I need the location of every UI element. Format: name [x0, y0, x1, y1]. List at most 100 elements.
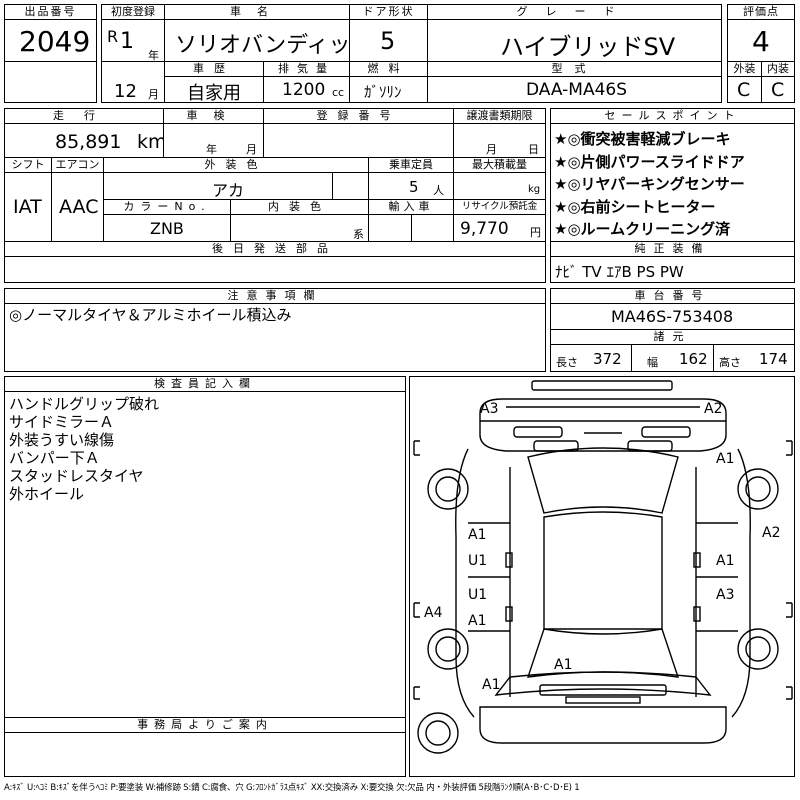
history-box: 車歴 自家用: [164, 61, 264, 104]
width-value: 162: [679, 350, 708, 368]
damage-label-left-door1-u: U1: [468, 553, 488, 569]
damage-label-left-door2-u: U1: [468, 587, 488, 603]
later-parts-label: 後日発送部品: [5, 242, 545, 257]
inspector-item: 外装うすい線傷: [9, 431, 115, 449]
inspector-item: スタッドレスタイヤ: [9, 467, 144, 485]
recycle-value: 9,770: [460, 219, 509, 239]
int-value: C: [771, 79, 785, 101]
ac-box: エアコン AAC: [51, 157, 104, 242]
lot-value: 2049: [19, 25, 91, 58]
capacity-unit: 人: [433, 184, 444, 197]
score-value: 4: [752, 25, 770, 58]
transfer-day: 日: [528, 143, 539, 156]
inspector-item: バンパー下Ａ: [9, 449, 100, 467]
inspection-month: 月: [246, 143, 257, 156]
inspector-item: 外ホイール: [9, 485, 85, 503]
dims-label: 諸元: [551, 330, 794, 345]
fuel-box: 燃料 ｶﾞｿﾘﾝ: [349, 61, 428, 103]
chassis-label: 車台番号: [551, 289, 794, 304]
inspector-list: ハンドルグリップ破れ サイドミラーＡ 外装うすい線傷 バンパー下Ａ スタッドレス…: [9, 395, 159, 503]
damage-label-front-right: A2: [704, 401, 723, 417]
displacement-unit: cc: [332, 86, 345, 99]
transfer-label: 譲渡書類期限: [454, 109, 545, 124]
notes-box: 注意事項欄 ◎ノーマルタイヤ＆アルミホイール積込み: [4, 288, 546, 372]
office-label: 事務局よりご案内: [5, 718, 405, 733]
dims-box: 諸元 長さ 372 幅 162 高さ 174: [550, 329, 795, 372]
load-unit: kg: [528, 184, 541, 195]
sales-point-item: ★◎衝突被害軽減ブレーキ: [554, 130, 731, 148]
history-value: 自家用: [187, 83, 241, 104]
model-value: ソリオバンディット: [175, 33, 373, 58]
fuel-label: 燃料: [350, 62, 427, 77]
grade-label: グレード: [428, 5, 721, 20]
type-value: DAA-MA46S: [526, 80, 628, 100]
inspector-item: サイドミラーＡ: [9, 413, 115, 431]
inspection-label: 車検: [164, 109, 263, 124]
displacement-value: 1200: [282, 80, 326, 100]
damage-label-left-door2-a: A1: [468, 613, 487, 629]
notes-label: 注意事項欄: [5, 289, 545, 304]
doors-value: 5: [380, 27, 396, 55]
notes-value: ◎ノーマルタイヤ＆アルミホイール積込み: [9, 306, 292, 324]
int-color-label: 内装色: [231, 200, 368, 215]
color-no-value: ZNB: [150, 219, 184, 238]
int-box: 内装 C: [761, 61, 795, 103]
office-box: 事務局よりご案内: [4, 717, 406, 777]
equipment-label: 純正装備: [551, 242, 794, 257]
fuel-value: ｶﾞｿﾘﾝ: [364, 83, 402, 101]
reg-no-label: 登録番号: [264, 109, 453, 124]
later-parts-box: 後日発送部品: [4, 241, 546, 283]
month-box: 12 月: [101, 61, 165, 103]
sales-point-item: ★◎リヤパーキングセンサー: [554, 175, 745, 193]
doors-box: ドア形状 5: [349, 4, 428, 62]
transfer-month: 月: [486, 143, 497, 156]
inspector-item: ハンドルグリップ破れ: [9, 395, 160, 413]
ac-label: エアコン: [52, 158, 103, 173]
displacement-box: 排気量 1200 cc: [263, 61, 350, 103]
chassis-value: MA46S-753408: [611, 307, 734, 326]
ext-label: 外装: [728, 62, 761, 77]
color-no-box: カラーNo. ZNB: [103, 199, 231, 242]
shift-box: シフト IAT: [4, 157, 52, 242]
damage-label-left-side: A4: [424, 605, 443, 621]
grade-value: ハイブリッドSV: [500, 33, 676, 61]
first-reg-box: 初度登録 R 1 年: [101, 4, 165, 62]
lot-label: 出品番号: [5, 5, 96, 20]
color-no-label: カラーNo.: [104, 200, 230, 215]
doors-label: ドア形状: [350, 5, 427, 20]
score-label: 評価点: [728, 5, 794, 20]
length-value: 372: [593, 350, 622, 368]
capacity-label: 乗車定員: [369, 158, 453, 173]
ext-box: 外装 C: [727, 61, 762, 103]
ac-value: AAC: [59, 196, 99, 218]
sales-points-box: セールスポイント ★◎衝突被害軽減ブレーキ ★◎片側パワースライドドア ★◎リヤ…: [550, 108, 795, 242]
int-color-unit: 系: [353, 228, 364, 241]
damage-label-right-door1: A1: [716, 553, 735, 569]
inspector-box: 検査員記入欄 ハンドルグリップ破れ サイドミラーＡ 外装うすい線傷 バンパー下Ａ…: [4, 376, 406, 718]
capacity-box: 乗車定員 5 人: [368, 157, 454, 200]
shift-label: シフト: [5, 158, 51, 173]
damage-label-rear-glass: A1: [554, 657, 573, 673]
transfer-box: 譲渡書類期限 月 日: [453, 108, 546, 158]
sales-points-label: セールスポイント: [551, 109, 794, 124]
lot-box: 出品番号 2049: [4, 4, 97, 62]
capacity-value: 5: [409, 178, 419, 196]
reg-no-box: 登録番号: [263, 108, 454, 158]
chassis-box: 車台番号 MA46S-753408: [550, 288, 795, 330]
vehicle-diagram: A3 A2 A1 A2 A1 U1 U1 A1 A1 A3 A4 A1 A1: [409, 376, 795, 777]
load-label: 最大積載量: [454, 158, 545, 173]
length-label: 長さ: [556, 356, 578, 369]
sales-point-item: ★◎右前シートヒーター: [554, 197, 716, 216]
import-label: 輸入車: [369, 200, 453, 215]
legend-footer: A:ｷｽﾞ U:ﾍｺﾐ B:ｷｽﾞを伴うﾍｺﾐ P:要塗装 W:補修跡 S:錆 …: [4, 783, 580, 793]
sales-point-item: ★◎片側パワースライドドア: [554, 152, 745, 171]
int-label: 内装: [762, 62, 794, 77]
model-box: 車名 ソリオバンディット: [164, 4, 373, 62]
equipment-box: 純正装備 ﾅﾋﾞ TV ｴｱB PS PW: [550, 241, 795, 283]
width-label: 幅: [647, 356, 658, 369]
history-label: 車歴: [165, 62, 263, 77]
score-box: 評価点 4: [727, 4, 795, 62]
recycle-box: リサイクル預託金 9,770 円: [453, 199, 546, 242]
lot-empty-box: [4, 61, 97, 103]
mileage-value: 85,891: [55, 131, 122, 153]
